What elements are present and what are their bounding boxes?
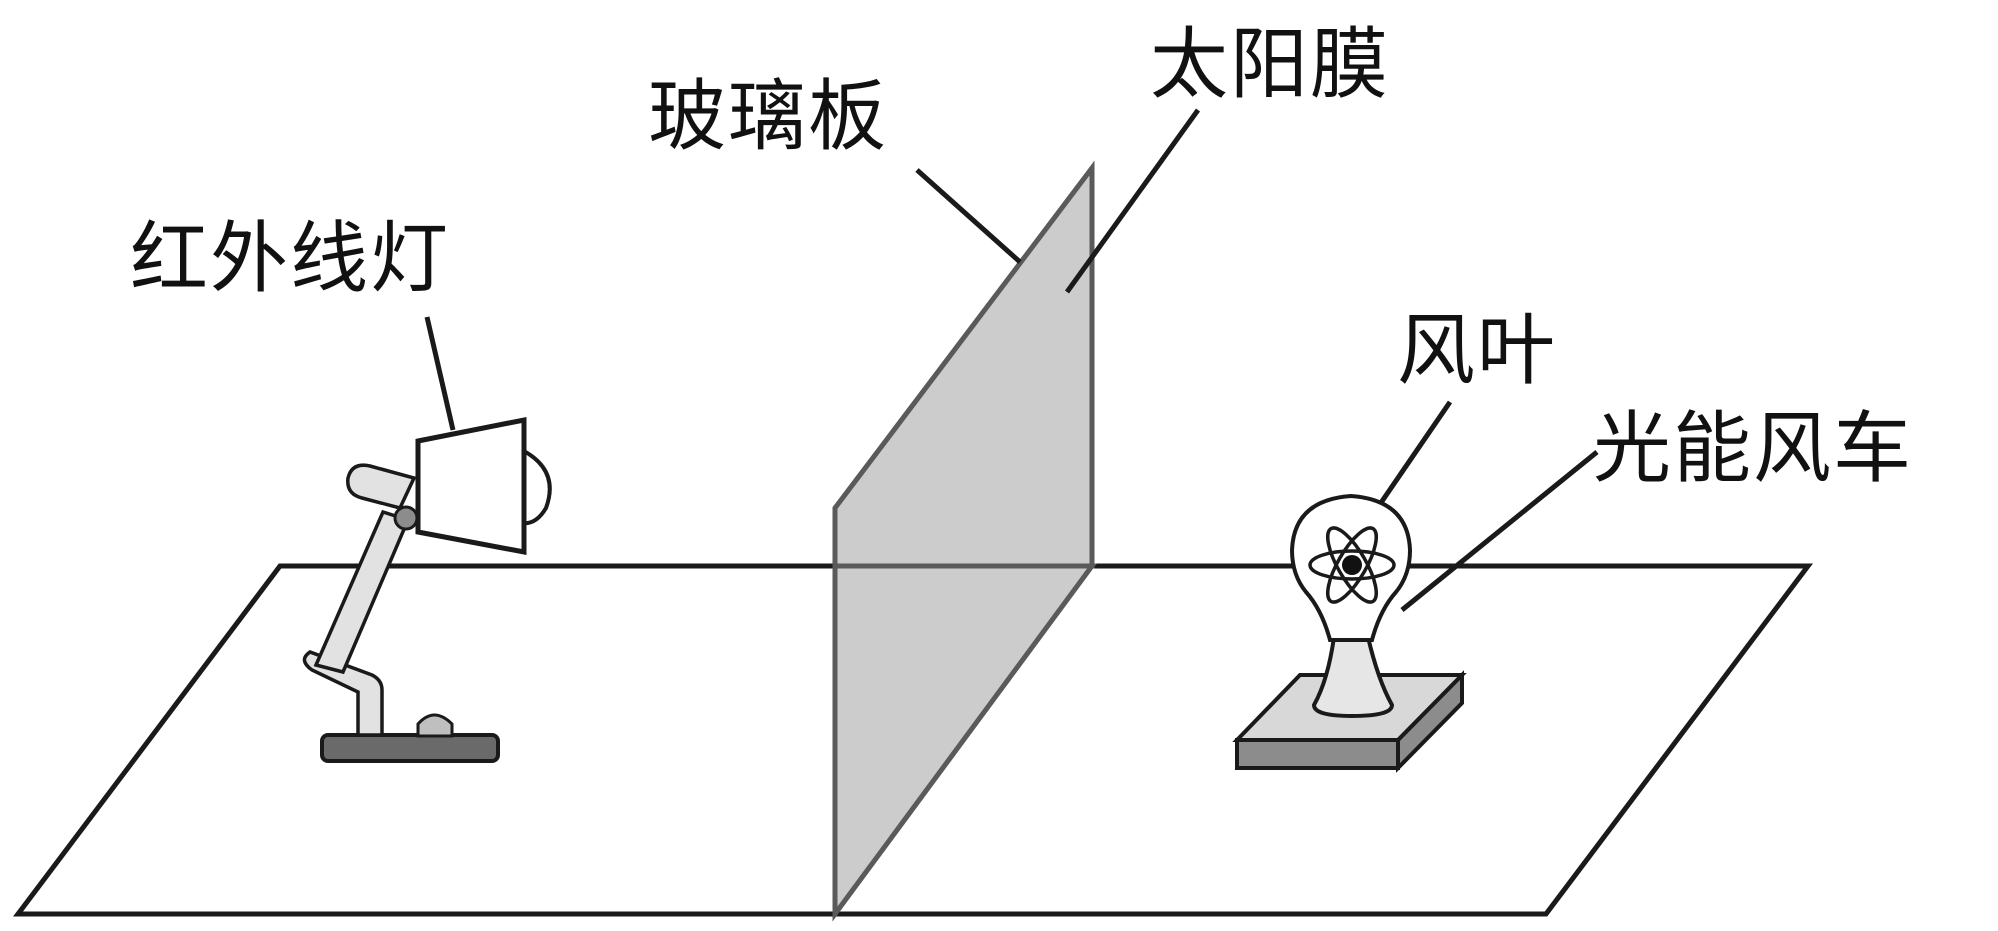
lamp-back-cap (521, 448, 552, 526)
lamp-switch (416, 713, 454, 738)
label-infrared-lamp: 红外线灯 (130, 214, 451, 304)
lamp-joint (393, 505, 419, 531)
windmill-blades (1308, 526, 1396, 604)
windmill-stand (1311, 635, 1395, 719)
label-fan-blade: 风叶 (1397, 306, 1558, 396)
glass-plate-upper (832, 160, 1095, 569)
leader-line-glass (915, 168, 1022, 264)
glass-plate (832, 160, 1097, 922)
light-windmill (1232, 493, 1467, 773)
label-solar-film: 太阳膜 (1150, 20, 1391, 110)
windmill-hub (1342, 555, 1362, 575)
lamp-handle (346, 463, 417, 511)
leader-line-lamp (424, 316, 456, 431)
leader-line-windmill (1400, 450, 1599, 612)
glass-plate-lower (832, 563, 1097, 922)
windmill-base-front (1235, 738, 1400, 770)
infrared-lamp (302, 416, 552, 763)
label-glass-plate: 玻璃板 (648, 72, 889, 162)
leader-line-film (1064, 108, 1201, 294)
lamp-base (320, 733, 500, 763)
lamp-head (415, 416, 527, 556)
label-light-windmill: 光能风车 (1593, 404, 1914, 494)
